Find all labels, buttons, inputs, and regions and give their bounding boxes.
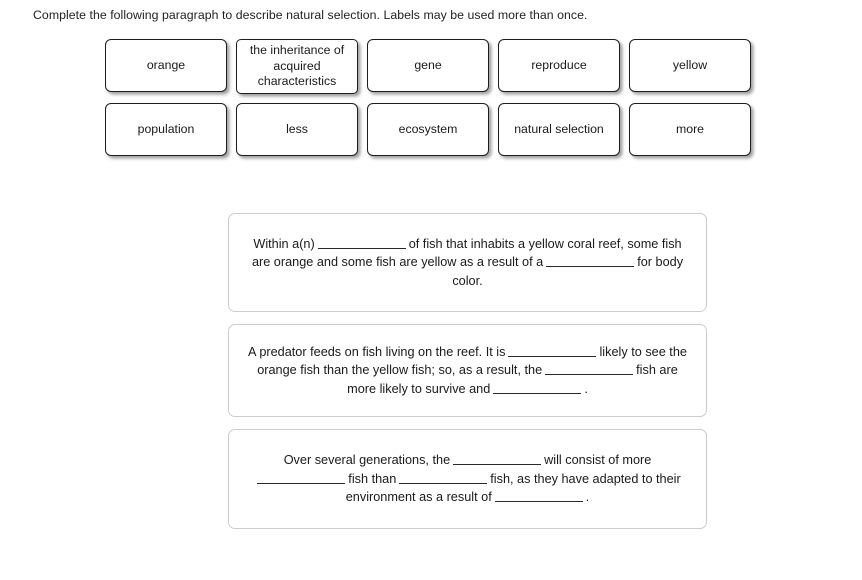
paragraph-2-segment-4: . <box>584 381 588 396</box>
label-tile-orange[interactable]: orange <box>105 39 227 92</box>
paragraph-2-segment-3: fish are more likely to survive and <box>347 363 678 396</box>
label-tile-natural-selection[interactable]: natural selection <box>498 103 620 156</box>
paragraph-3-segment-2: will consist of more <box>544 453 652 468</box>
paragraph-1-blank-1[interactable] <box>317 236 406 249</box>
paragraph-3-blank-2[interactable] <box>257 471 346 484</box>
paragraph-2-segment-1: A predator feeds on fish living on the r… <box>248 344 506 359</box>
paragraph-2-blank-2[interactable] <box>545 362 634 376</box>
paragraph-2-blank-3[interactable] <box>493 381 582 394</box>
label-tile-text: orange <box>146 57 186 72</box>
paragraph-stack: Within a(n)of fish that inhabits a yello… <box>228 213 707 541</box>
label-tile-text: ecosystem <box>398 121 458 136</box>
label-tile-reproduce[interactable]: reproduce <box>498 39 620 92</box>
paragraph-3-blank-4[interactable] <box>494 489 583 503</box>
label-bank-row-2: population less ecosystem natural select… <box>105 103 761 156</box>
label-tile-text: population <box>137 121 195 136</box>
label-tile-text: reproduce <box>531 57 587 72</box>
label-tile-text: natural selection <box>514 121 604 136</box>
paragraph-3-blank-1[interactable] <box>453 452 542 466</box>
label-bank: orange the inheritance of acquired chara… <box>105 39 761 165</box>
instruction-text: Complete the following paragraph to desc… <box>33 8 588 22</box>
paragraph-1-blank-2[interactable] <box>546 254 635 268</box>
label-tile-text: more <box>675 121 705 136</box>
paragraph-1-segment-1: Within a(n) <box>253 236 315 251</box>
paragraph-3-segment-3: fish than <box>348 471 397 486</box>
paragraph-card-1: Within a(n)of fish that inhabits a yello… <box>228 213 707 312</box>
label-tile-text: yellow <box>672 57 708 72</box>
label-tile-ecosystem[interactable]: ecosystem <box>367 103 489 156</box>
paragraph-2-segment-2: likely to see the orange fish than the y… <box>257 344 687 378</box>
paragraph-3-blank-3[interactable] <box>399 471 488 484</box>
paragraph-card-2: A predator feeds on fish living on the r… <box>228 324 707 417</box>
label-tile-more[interactable]: more <box>629 103 751 156</box>
label-tile-yellow[interactable]: yellow <box>629 39 751 92</box>
paragraph-3-segment-5: . <box>585 490 590 505</box>
paragraph-3-text: Over several generations, the will consis… <box>247 451 688 507</box>
label-tile-text: gene <box>414 57 442 72</box>
paragraph-3-segment-4: fish, as they have adapted to their envi… <box>345 471 681 505</box>
label-tile-text: the inheritance of acquired characterist… <box>249 43 345 89</box>
paragraph-1-segment-2: of fish that inhabits a yellow coral ree… <box>251 236 682 270</box>
paragraph-1-segment-3: for body color. <box>452 255 684 288</box>
paragraph-2-text: A predator feeds on fish living on the r… <box>247 343 688 399</box>
label-tile-inheritance-acquired-characteristics[interactable]: the inheritance of acquired characterist… <box>236 39 358 94</box>
label-tile-less[interactable]: less <box>236 103 358 156</box>
label-tile-gene[interactable]: gene <box>367 39 489 92</box>
paragraph-card-3: Over several generations, the will consis… <box>228 429 707 529</box>
label-tile-population[interactable]: population <box>105 103 227 156</box>
paragraph-1-text: Within a(n)of fish that inhabits a yello… <box>247 235 688 291</box>
paragraph-2-blank-1[interactable] <box>508 344 597 357</box>
label-bank-row-1: orange the inheritance of acquired chara… <box>105 39 761 94</box>
label-tile-text: less <box>286 121 308 136</box>
paragraph-3-segment-1: Over several generations, the <box>283 453 451 468</box>
